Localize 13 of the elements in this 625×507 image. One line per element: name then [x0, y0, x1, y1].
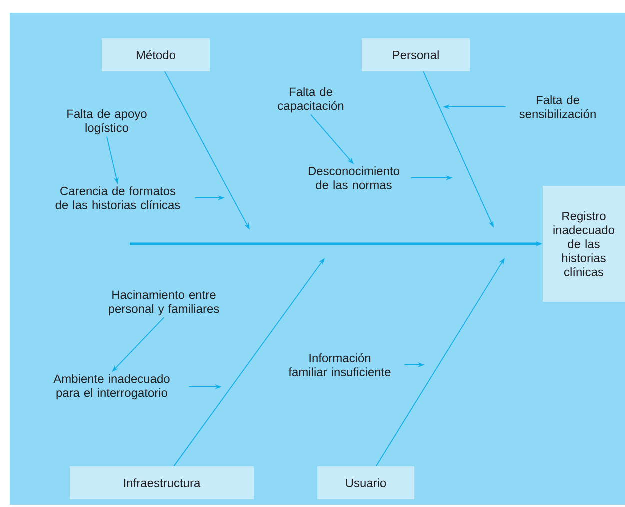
cause-text: Desconocimiento de las normas [308, 166, 400, 190]
cause-text: Hacinamiento entre personal y familiares [109, 290, 220, 316]
cause-text: Carencia de formatos de las historias clínicas [56, 186, 180, 210]
cause-text: Falta de sensibilización [520, 96, 596, 118]
category-box: Método [102, 38, 210, 72]
category-box: Personal [362, 38, 470, 72]
category-box: Usuario [318, 466, 414, 500]
effect-box: Registro inadecuado de las historias clínicas [543, 186, 625, 302]
cause-text: Información familiar insuficiente [288, 354, 391, 376]
category-box: Infraestructura [70, 466, 254, 500]
cause-text: Ambiente inadecuado para el interrogatorio [54, 374, 170, 400]
cause-text: Falta de apoyo logístico [68, 109, 147, 135]
cause-text: Falta de capacitación [278, 87, 344, 113]
